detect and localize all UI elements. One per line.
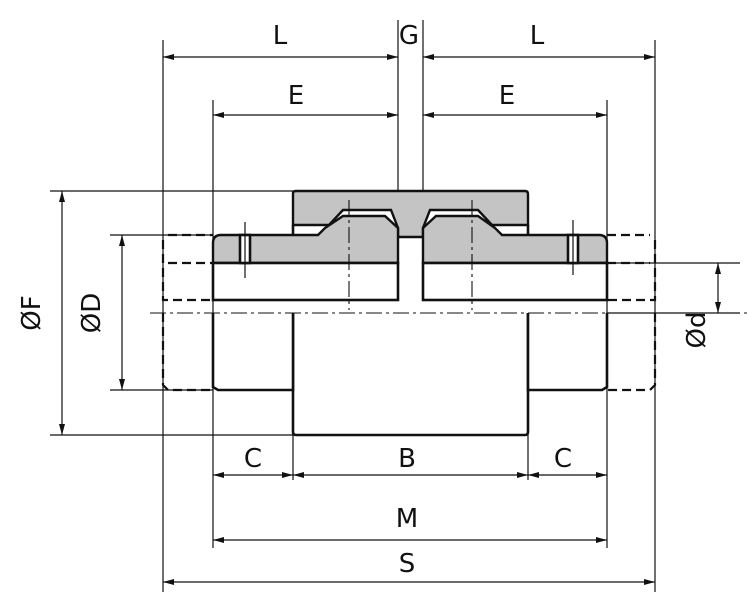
- label-G: G: [399, 21, 419, 51]
- label-F: ØF: [17, 295, 47, 330]
- label-L-right: L: [530, 21, 545, 51]
- label-D: ØD: [77, 293, 107, 334]
- dimension-labels: L G L E E ØF ØD Ød C B C M S: [17, 21, 712, 579]
- right-hub: [421, 200, 609, 392]
- label-M: M: [396, 504, 418, 534]
- label-S: S: [399, 549, 416, 579]
- label-L-left: L: [273, 21, 288, 51]
- dimension-lines: [59, 54, 721, 585]
- label-E-right: E: [499, 81, 515, 111]
- left-hub: [211, 200, 400, 392]
- label-d: Ød: [682, 312, 712, 349]
- label-E-left: E: [288, 81, 304, 111]
- sleeve: [291, 189, 530, 437]
- label-C-right: C: [554, 444, 572, 474]
- shaft-outline-dashed: [161, 233, 657, 392]
- label-B: B: [398, 444, 416, 474]
- label-C-left: C: [244, 444, 262, 474]
